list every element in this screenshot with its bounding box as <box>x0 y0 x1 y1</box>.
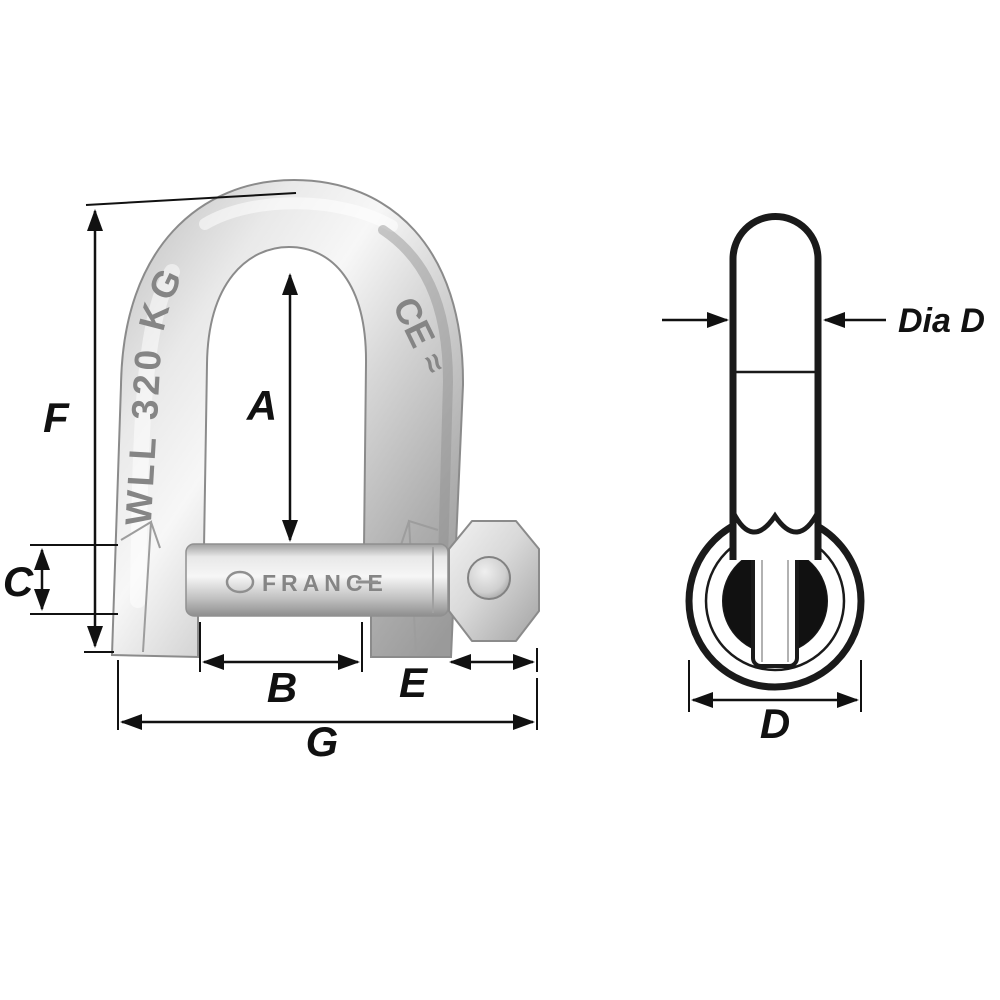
bow-highlight-top <box>199 197 398 232</box>
shackle-bow <box>110 178 465 659</box>
dim-label-g: G <box>306 718 339 765</box>
bow-shade-right <box>378 225 454 600</box>
side-junction-crown <box>730 510 821 535</box>
dim-label-b: B <box>267 664 297 711</box>
dim-label-d: D <box>760 700 790 747</box>
bow-highlight-left <box>130 264 180 608</box>
dim-label-dia-d: Dia D <box>898 302 985 340</box>
dim-label-e: E <box>399 659 429 706</box>
dim-label-f: F <box>43 394 70 441</box>
side-slot-shade-right <box>797 554 827 648</box>
dim-f-ext-top <box>85 192 297 206</box>
left-lug-facets <box>120 520 161 653</box>
dim-label-c: C <box>3 558 34 605</box>
side-slot-shade-left <box>723 554 753 648</box>
dim-label-a: A <box>246 382 277 429</box>
shackle-side-view <box>685 213 865 691</box>
shackle-front-view: FRANCE WLL 320 KG CE ≈ <box>110 178 540 659</box>
side-pin-shaft <box>729 213 822 560</box>
side-view-dimensions: Dia D D <box>662 302 985 747</box>
wichard-logo <box>225 570 255 594</box>
front-view-dimensions: F A C B E G <box>3 192 538 765</box>
pin-head-hole <box>467 556 511 600</box>
